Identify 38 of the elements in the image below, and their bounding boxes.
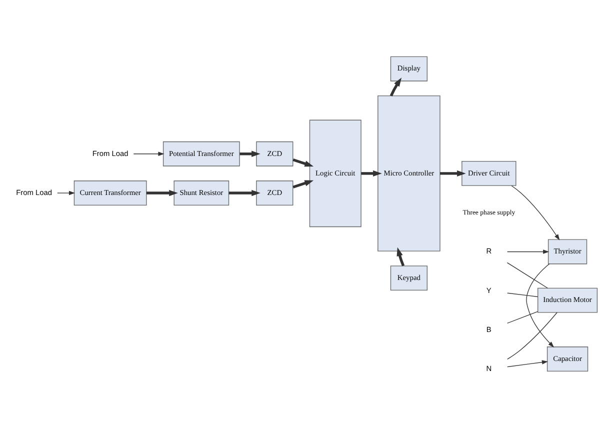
node-box: Keypad bbox=[390, 266, 428, 291]
node-box: Driver Circuit bbox=[462, 160, 516, 186]
connector bbox=[507, 312, 558, 360]
arrow bbox=[511, 185, 560, 240]
arrow bbox=[396, 247, 405, 266]
arrow bbox=[440, 170, 466, 177]
node-box: Potential Transformer bbox=[162, 141, 240, 166]
node-text: B bbox=[486, 324, 492, 334]
arrow bbox=[292, 158, 314, 167]
node-text: Y bbox=[486, 286, 492, 295]
arrow bbox=[506, 360, 548, 368]
arrow bbox=[240, 150, 260, 157]
arrow bbox=[228, 190, 260, 196]
node-box: Thyristor bbox=[548, 239, 588, 264]
arrow bbox=[146, 190, 178, 196]
arrow bbox=[57, 190, 76, 196]
node-text: From Load bbox=[92, 148, 128, 158]
node-text: From Load bbox=[16, 188, 52, 197]
node-box: Induction Motor bbox=[538, 288, 598, 313]
node-box: ZCD bbox=[256, 141, 294, 166]
node-box: Logic Circuit bbox=[309, 120, 362, 228]
node-box: Display bbox=[390, 56, 428, 82]
node-box: Current Transformer bbox=[74, 180, 147, 206]
connector bbox=[506, 311, 538, 324]
arrow bbox=[526, 264, 554, 348]
node-box: ZCD bbox=[256, 180, 294, 206]
node-text: N bbox=[486, 364, 492, 374]
node-box: Capacitor bbox=[546, 346, 588, 372]
arrow bbox=[390, 78, 402, 96]
arrow bbox=[133, 152, 164, 156]
node-text: R bbox=[486, 246, 492, 256]
arrow bbox=[361, 170, 382, 177]
connector bbox=[506, 292, 538, 298]
node-box: Shunt Resistor bbox=[174, 180, 230, 206]
arrow bbox=[292, 180, 314, 188]
connector bbox=[506, 262, 548, 288]
node-box: Micro Controller bbox=[378, 96, 440, 252]
arrow bbox=[506, 250, 550, 254]
